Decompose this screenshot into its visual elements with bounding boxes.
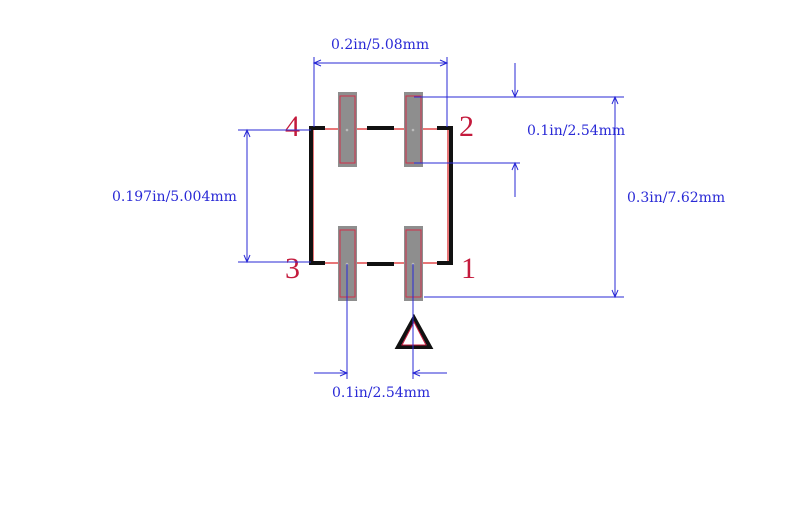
dimension-right-pitch-label: 0.1in/2.54mm xyxy=(527,123,625,139)
dimension-overall-height-label: 0.3in/7.62mm xyxy=(627,190,725,206)
dimension-overall-height xyxy=(424,95,624,299)
pads xyxy=(338,92,423,301)
pin-label-3: 3 xyxy=(285,252,300,285)
pin1-triangle-icon xyxy=(394,313,434,349)
dimension-left-height-label: 0.197in/5.004mm xyxy=(112,189,237,205)
pad-2 xyxy=(404,92,423,167)
dimension-bottom-pitch-label: 0.1in/2.54mm xyxy=(332,385,430,401)
pin-label-1: 1 xyxy=(461,252,476,285)
pin-label-4: 4 xyxy=(285,110,300,143)
body-outline xyxy=(312,128,449,264)
dimension-bottom-pitch xyxy=(314,264,447,379)
silkscreen-outline xyxy=(309,126,453,266)
dimension-top-label: 0.2in/5.08mm xyxy=(331,37,429,53)
pad-4 xyxy=(338,92,357,167)
dimension-left-height xyxy=(238,128,311,264)
dimension-top xyxy=(312,57,449,127)
pin-label-2: 2 xyxy=(459,110,474,143)
